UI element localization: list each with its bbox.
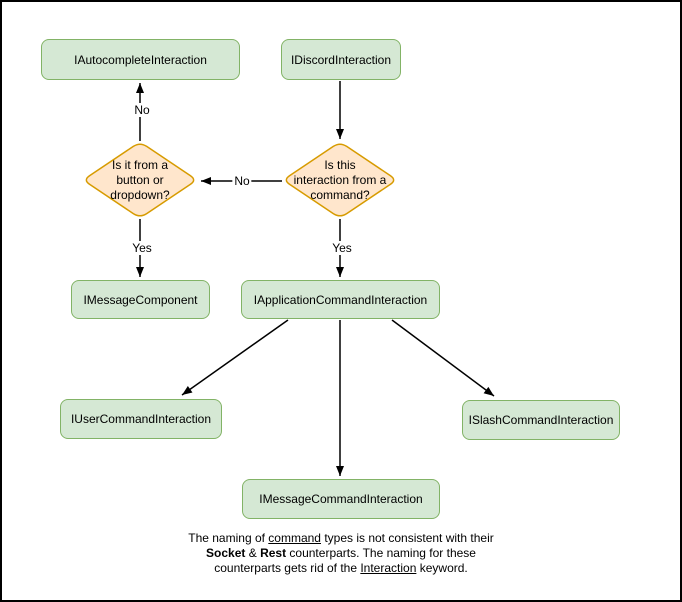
node-idiscordinteraction: IDiscordInteraction [281,39,401,80]
node-label: IMessageCommandInteraction [259,492,423,506]
node-islashcommandinteraction: ISlashCommandInteraction [462,400,620,440]
node-label: IUserCommandInteraction [70,412,212,426]
node-iapplicationcommandinteraction: IApplicationCommandInteraction [241,280,440,319]
footer-line-3: counterparts gets rid of the Interaction… [121,561,561,576]
node-iusercommandinteraction: IUserCommandInteraction [60,399,222,439]
decision-diamond-button-dropdown [85,143,195,217]
footer-text-segment: Rest [260,546,287,560]
node-label: IDiscordInteraction [290,52,392,67]
node-label: ISlashCommandInteraction [468,413,614,427]
edge-label-no-up: No [132,103,152,117]
footer-note: The naming of command types is not consi… [121,531,561,576]
edge-application-to-user-command [181,319,289,396]
footer-text-segment: The naming of [188,531,269,545]
footer-line-2: Socket & Rest counterparts. The naming f… [121,546,561,561]
node-label: IMessageComponent [83,292,198,307]
edge-label-yes-right: Yes [330,241,354,255]
footer-text-segment: types is not consistent with their [320,531,494,545]
footer-text-segment: command [268,531,321,545]
edge-label-yes-left: Yes [130,241,154,255]
edge-label-no-left: No [232,174,252,188]
footer-text-segment: keyword. [416,561,468,575]
node-imessagecomponent: IMessageComponent [71,280,210,319]
footer-text-segment: counterparts gets rid of the [214,561,361,575]
node-label: IAutocompleteInteraction [74,52,207,67]
decision-diamond-from-command [285,143,395,217]
footer-text-segment: & [245,546,261,560]
edge-application-to-slash-command [391,319,495,397]
footer-line-1: The naming of command types is not consi… [121,531,561,546]
footer-text-segment: counterparts. The naming for these [286,546,476,560]
footer-text-segment: Socket [206,546,246,560]
footer-text-segment: Interaction [360,561,417,575]
node-iautocompleteinteraction: IAutocompleteInteraction [41,39,240,80]
node-imessagecommandinteraction: IMessageCommandInteraction [242,479,440,519]
node-label: IApplicationCommandInteraction [253,292,428,307]
